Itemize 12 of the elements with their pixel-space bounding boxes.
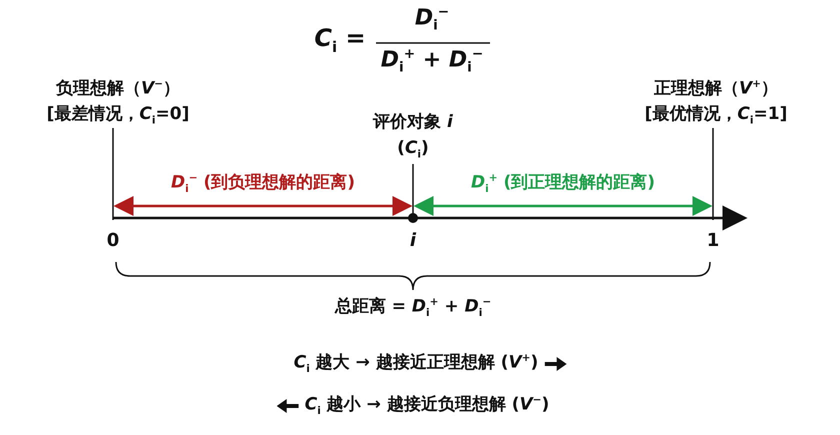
label-text: 负理想解（V$^{−}$） (56, 78, 180, 100)
note-text: C$_{i}$ 越小 → 越接近负理想解 (V$^{−}$) (304, 394, 550, 418)
label-text: (C$_{i}$) (397, 138, 429, 162)
label-text: [最差情况，C$_{i}$=0] (46, 104, 190, 128)
label-text: 正理想解（V$^{+}$） (654, 78, 778, 100)
label-text: 评价对象 i (373, 112, 453, 132)
note-text: C$_{i}$ 越大 → 越接近正理想解 (V$^{+}$) (294, 352, 538, 376)
label-text: [最优情况，C$_{i}$=1] (644, 104, 788, 128)
formula-text: C$_{i}$ = (314, 24, 366, 57)
tick-label: i (410, 230, 416, 252)
tick-label: 0 (106, 230, 120, 252)
tick-label: 1 (706, 230, 720, 252)
